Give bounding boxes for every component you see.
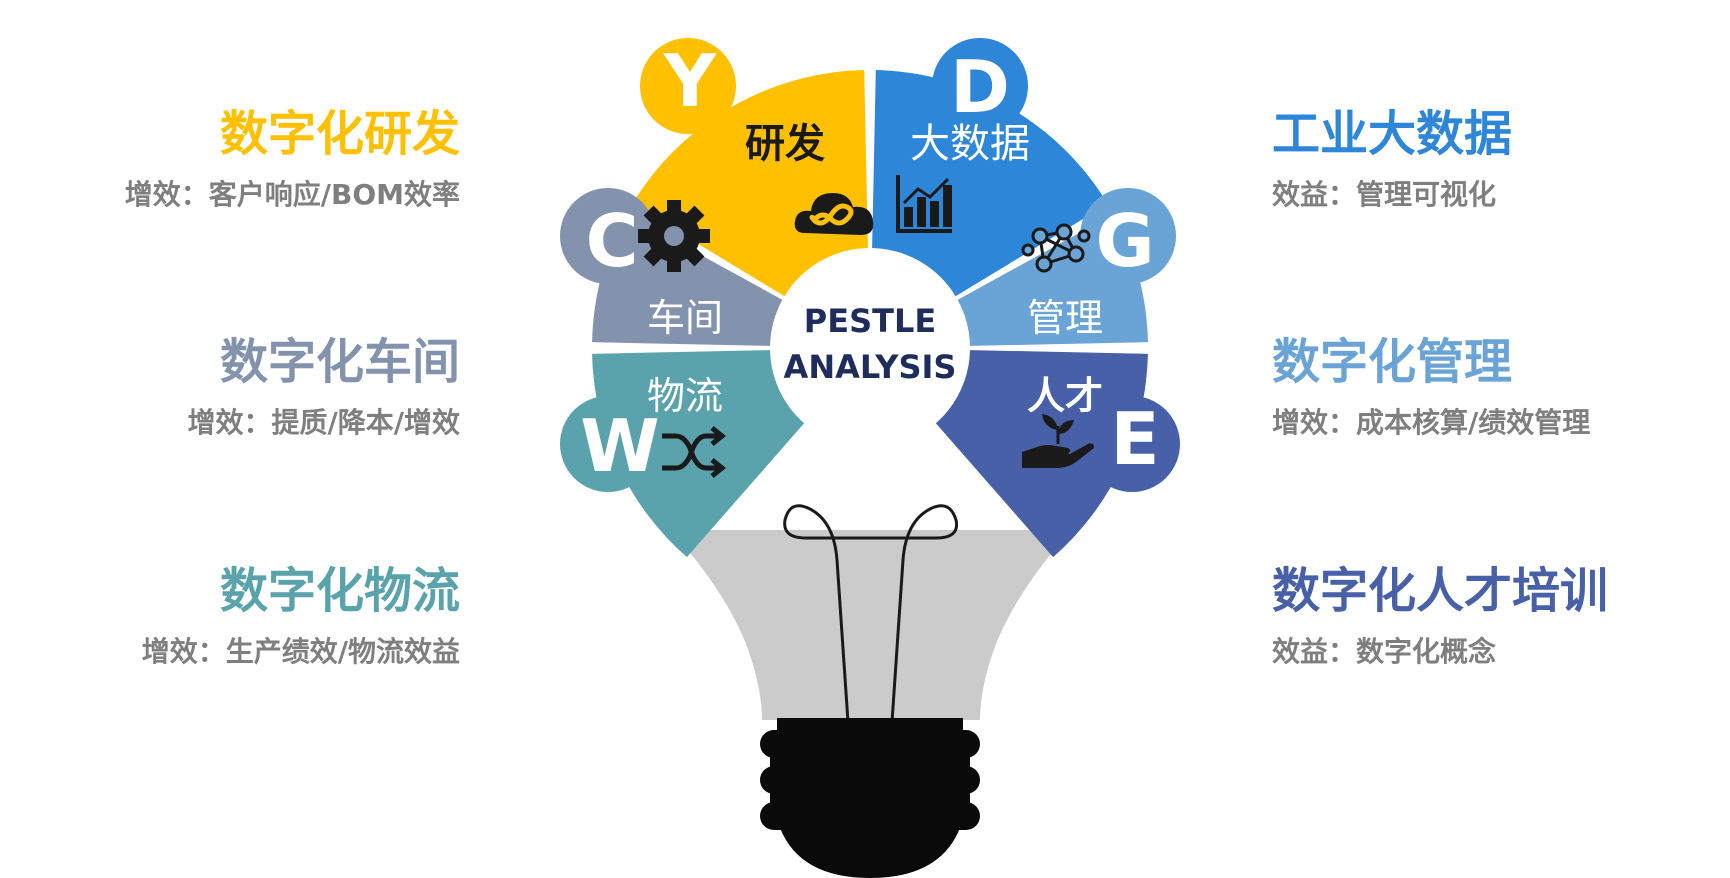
letter-bubble-y [640,38,736,134]
segment-letter-y: Y [663,39,717,123]
center-line1: PESTLE [804,302,936,340]
left-title-rd: 数字化研发 [219,106,460,162]
segment-letter-d: D [950,45,1010,129]
network-icon [1021,223,1091,273]
hand-plant-icon [1022,414,1094,468]
bulb-neck [676,536,1066,720]
segment-w [592,350,805,558]
bar-chart-icon [896,175,952,233]
left-subtitle-workshop: 增效：提质/降本/增效 [187,406,460,439]
segment-label-w: 物流 [647,374,723,418]
left-title-logistics: 数字化物流 [219,563,460,619]
letter-bubble-e [1084,396,1180,492]
letter-bubble-d [932,38,1028,134]
left-subtitle-rd: 增效：客户响应/BOM效率 [124,178,460,211]
right-block-talent: 数字化人才培训 效益：数字化概念 [1272,562,1730,670]
segment-letter-e: E [1110,397,1159,481]
right-block-bigdata: 工业大数据 效益：管理可视化 [1272,105,1730,213]
segment-label-c: 车间 [647,296,723,340]
segment-letter-c: C [586,199,639,283]
right-title-talent: 数字化人才培训 [1272,563,1609,619]
letter-bubble-c [560,188,656,284]
segment-label-e: 人才 [1027,374,1103,418]
left-block-workshop: 数字化车间 增效：提质/降本/增效 [0,333,460,441]
right-title-management: 数字化管理 [1272,334,1513,390]
center-line2: ANALYSIS [784,348,957,386]
left-block-logistics: 数字化物流 增效：生产绩效/物流效益 [0,562,460,670]
right-subtitle-talent: 效益：数字化概念 [1272,635,1497,668]
letter-bubble-g [1080,188,1176,284]
cloud-infinity-icon [794,193,874,235]
right-title-bigdata: 工业大数据 [1272,106,1513,162]
letter-bubble-w [560,396,656,492]
left-block-rd: 数字化研发 增效：客户响应/BOM效率 [0,105,460,213]
left-title-workshop: 数字化车间 [219,334,460,390]
segment-label-y: 研发 [745,121,825,167]
right-block-management: 数字化管理 增效：成本核算/绩效管理 [1272,333,1730,441]
left-subtitle-logistics: 增效：生产绩效/物流效益 [141,635,460,668]
center-circle [772,250,968,446]
filament [783,504,959,723]
shuffle-icon [662,426,727,478]
right-subtitle-management: 增效：成本核算/绩效管理 [1272,406,1591,439]
segment-letter-g: G [1095,199,1154,283]
gear-icon [638,200,710,272]
segment-letter-w: W [580,404,659,488]
bulb-base [760,718,980,878]
segment-label-g: 管理 [1027,296,1103,340]
segment-label-d: 大数据 [910,121,1030,167]
right-subtitle-bigdata: 效益：管理可视化 [1272,178,1497,211]
